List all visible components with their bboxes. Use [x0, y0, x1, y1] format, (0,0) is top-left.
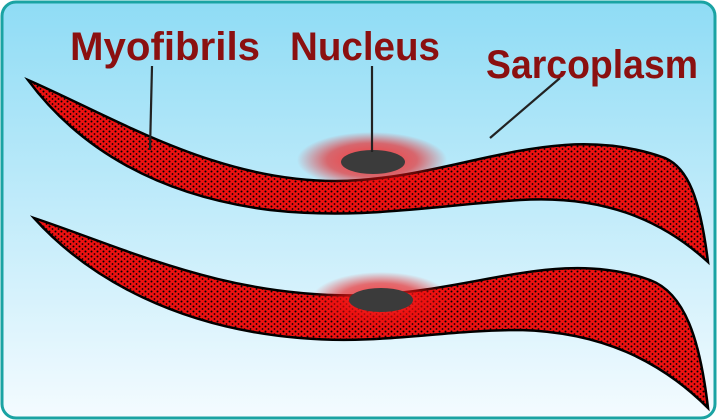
sarcoplasm-label: Sarcoplasm [486, 43, 698, 87]
nucleus-icon [349, 288, 413, 312]
nucleus-label: Nucleus [290, 25, 440, 69]
nucleus-icon [341, 150, 405, 174]
myofibrils-label: Myofibrils [70, 25, 260, 69]
